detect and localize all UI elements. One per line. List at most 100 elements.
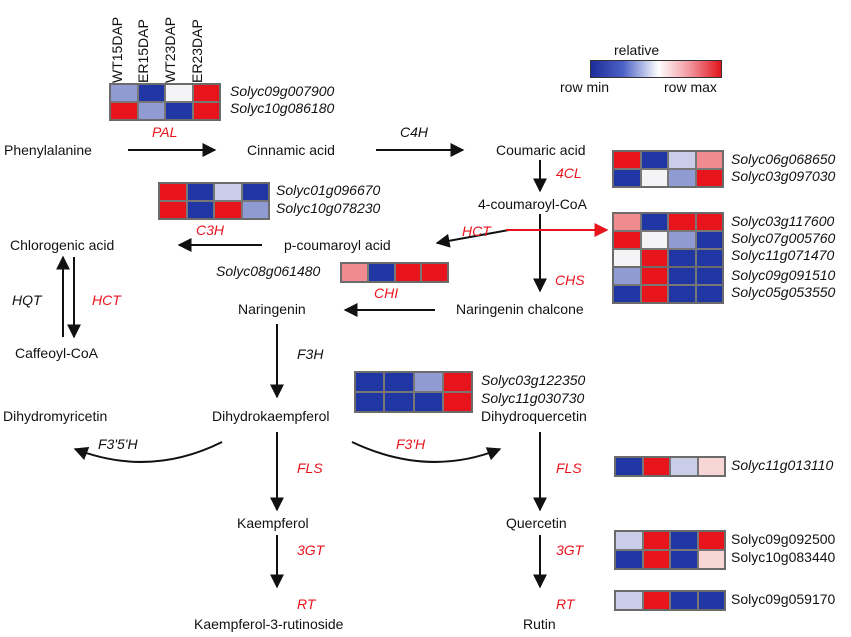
gene-label: Solyc11g071470: [731, 247, 835, 263]
heatmap-cell: [643, 532, 669, 549]
compound-label: Caffeoyl-CoA: [15, 345, 99, 361]
heatmap-rt: [614, 590, 726, 611]
compound-label: Phenylalanine: [4, 142, 92, 158]
compound-label: Naringenin: [238, 301, 306, 317]
compound-label: Dihydromyricetin: [3, 408, 108, 424]
heatmap-cell: [616, 532, 642, 549]
heatmap-cell: [614, 214, 640, 230]
heatmap-cell: [671, 592, 697, 609]
heatmap-cell: [111, 103, 137, 119]
compound-label: 4-coumaroyl-CoA: [478, 196, 587, 212]
arrow-hct-left: [435, 229, 510, 248]
enzyme-label: FLS: [556, 460, 582, 476]
arrow-f3h-prime: [351, 441, 502, 463]
heatmap-cell: [166, 85, 192, 101]
gene-label: Solyc07g005760: [731, 230, 836, 246]
heatmap-cell: [614, 250, 640, 266]
gene-label: Solyc10g086180: [230, 100, 335, 116]
heatmap-cell: [385, 393, 413, 411]
enzyme-label: F3'H: [396, 436, 426, 452]
heatmap-cell: [160, 202, 186, 218]
heatmap-cell: [669, 232, 695, 248]
gene-label: Solyc03g117600: [731, 213, 835, 229]
compound-label: Coumaric acid: [496, 142, 586, 158]
enzyme-label: HQT: [12, 292, 42, 308]
heatmap-cell: [614, 286, 640, 302]
heatmap-cell: [696, 250, 722, 266]
heatmap-cell: [614, 170, 640, 186]
legend-max: row max: [664, 79, 717, 95]
gene-label: Solyc01g096670: [276, 182, 381, 198]
heatmap-cell: [614, 232, 640, 248]
heatmap-cell: [193, 103, 219, 119]
heatmap-cell: [669, 214, 695, 230]
heatmap-cell: [643, 592, 669, 609]
heatmap-cell: [641, 286, 667, 302]
enzyme-label: 3GT: [297, 542, 325, 558]
heatmap-hct: [612, 212, 724, 268]
enzyme-label: C3H: [196, 222, 225, 238]
enzyme-label: F3'5'H: [98, 436, 138, 452]
column-header: WT15DAP: [109, 16, 125, 83]
heatmap-cell: [443, 373, 471, 391]
heatmap-cell: [422, 264, 447, 281]
gene-label: Solyc03g122350: [481, 372, 586, 388]
heatmap-cell: [641, 268, 667, 284]
heatmap-cell: [187, 184, 213, 200]
heatmap-chs: [612, 266, 724, 304]
enzyme-label: CHS: [555, 272, 585, 288]
column-header: ER23DAP: [189, 19, 205, 83]
heatmap-cell: [215, 202, 241, 218]
gene-label: Solyc09g092500: [731, 531, 836, 547]
heatmap-cell: [166, 103, 192, 119]
enzyme-label: 4CL: [556, 165, 582, 181]
compound-label: Naringenin chalcone: [456, 301, 584, 317]
gene-label: Solyc11g030730: [481, 390, 585, 406]
heatmap-cell: [669, 152, 695, 168]
enzyme-label: RT: [556, 596, 575, 612]
gene-label: Solyc06g068650: [731, 151, 836, 167]
compound-label: Dihydroquercetin: [481, 408, 587, 424]
gene-label: Solyc10g078230: [276, 200, 381, 216]
enzyme-label: 3GT: [556, 542, 584, 558]
compound-label: p-coumaroyl acid: [284, 237, 391, 253]
heatmap-cell: [414, 393, 442, 411]
heatmap-cell: [641, 170, 667, 186]
heatmap-cell: [242, 202, 268, 218]
heatmap-cell: [696, 268, 722, 284]
heatmap-cell: [138, 103, 164, 119]
heatmap-3gt: [614, 530, 726, 570]
heatmap-cell: [160, 184, 186, 200]
compound-label: Dihydrokaempferol: [212, 408, 330, 424]
enzyme-label: HCT: [92, 292, 121, 308]
heatmap-cell: [696, 152, 722, 168]
heatmap-cell: [614, 152, 640, 168]
column-header: WT23DAP: [162, 16, 178, 83]
gene-label: Solyc09g007900: [230, 83, 335, 99]
heatmap-cell: [443, 393, 471, 411]
heatmap-cell: [641, 152, 667, 168]
heatmap-cell: [696, 232, 722, 248]
heatmap-cell: [385, 373, 413, 391]
heatmap-cell: [641, 232, 667, 248]
heatmap-cell: [669, 286, 695, 302]
gene-label: Solyc11g013110: [731, 457, 834, 473]
legend-min: row min: [560, 79, 610, 95]
heatmap-c3h: [158, 182, 270, 220]
heatmap-chi: [340, 262, 449, 283]
compound-label: Kaempferol-3-rutinoside: [194, 616, 344, 632]
gene-label: Solyc10g083440: [731, 549, 836, 565]
heatmap-cell: [215, 184, 241, 200]
heatmap-fls: [614, 456, 726, 477]
column-header: ER15DAP: [135, 19, 151, 83]
enzyme-label: RT: [297, 596, 316, 612]
heatmap-cell: [641, 214, 667, 230]
compound-label: Quercetin: [506, 515, 567, 531]
heatmap-cell: [616, 551, 642, 568]
enzyme-label: PAL: [152, 124, 178, 140]
heatmap-cell: [395, 264, 421, 281]
gene-label: Solyc08g061480: [216, 263, 321, 279]
heatmap-cell: [696, 286, 722, 302]
